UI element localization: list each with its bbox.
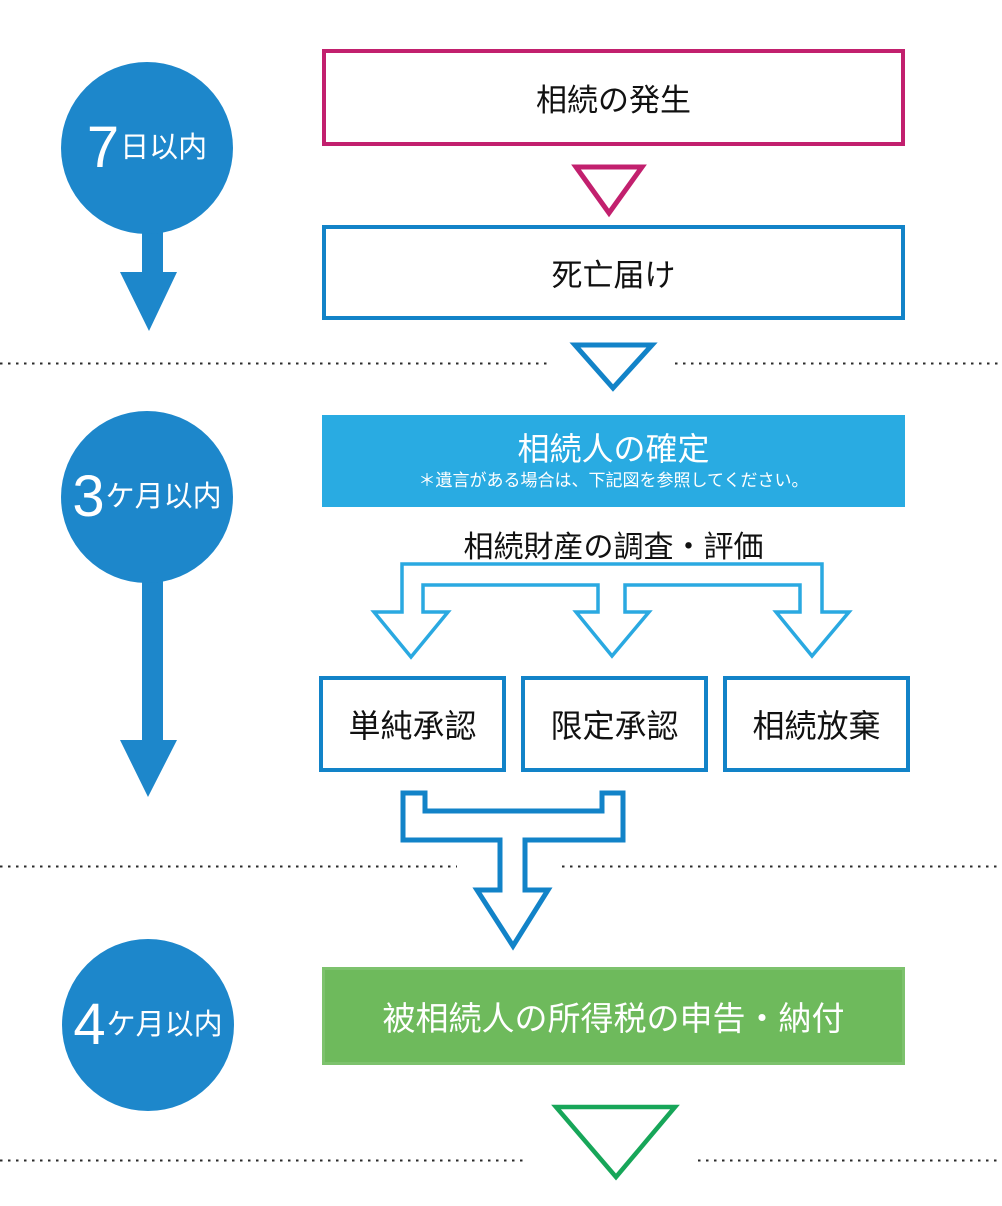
option-label: 限定承認: [550, 708, 679, 744]
step-label: 死亡届け: [551, 258, 676, 293]
timeline-circle-7days: 7 日以内: [61, 62, 233, 234]
step-box-heir-determination: 相続人の確定 ＊遺言がある場合は、下記図を参照してください。: [322, 415, 905, 507]
step-box-income-tax-filing: 被相続人の所得税の申告・納付: [322, 967, 905, 1065]
timeline-arrow-3months-icon: [120, 578, 177, 797]
step-label: 相続の発生: [536, 83, 691, 118]
merge-arrow-icon: [400, 790, 626, 951]
option-box-simple-acceptance: 単純承認: [319, 676, 506, 772]
step-label: 相続人の確定: [517, 431, 710, 467]
timeline-circle-number: 7: [86, 115, 119, 180]
down-triangle-pink-icon: [571, 164, 647, 218]
down-triangle-green-icon: [551, 1104, 680, 1181]
timeline-circle-3months: 3 ケ月以内: [61, 411, 233, 583]
step-label: 被相続人の所得税の申告・納付: [382, 1000, 845, 1037]
timeline-circle-number: 3: [72, 464, 104, 529]
option-box-renunciation: 相続放棄: [723, 676, 910, 772]
option-box-limited-acceptance: 限定承認: [521, 676, 708, 772]
branch-arrows-icon: [370, 562, 853, 660]
timeline-circle-unit: 日以内: [120, 131, 208, 164]
down-triangle-blue-icon: [569, 342, 658, 392]
timeline-circle-number: 4: [73, 992, 105, 1057]
step-box-inheritance-start: 相続の発生: [322, 49, 905, 146]
option-label: 単純承認: [348, 708, 477, 744]
estate-survey-label: 相続財産の調査・評価: [463, 531, 764, 564]
timeline-circle-4months: 4 ケ月以内: [62, 939, 234, 1111]
timeline-circle-unit: ケ月以内: [106, 1008, 223, 1041]
timeline-arrow-7days-icon: [120, 226, 177, 331]
option-label: 相続放棄: [752, 708, 881, 744]
timeline-circle-unit: ケ月以内: [105, 480, 222, 513]
step-box-death-report: 死亡届け: [322, 225, 905, 320]
step-note: ＊遺言がある場合は、下記図を参照してください。: [418, 471, 809, 490]
